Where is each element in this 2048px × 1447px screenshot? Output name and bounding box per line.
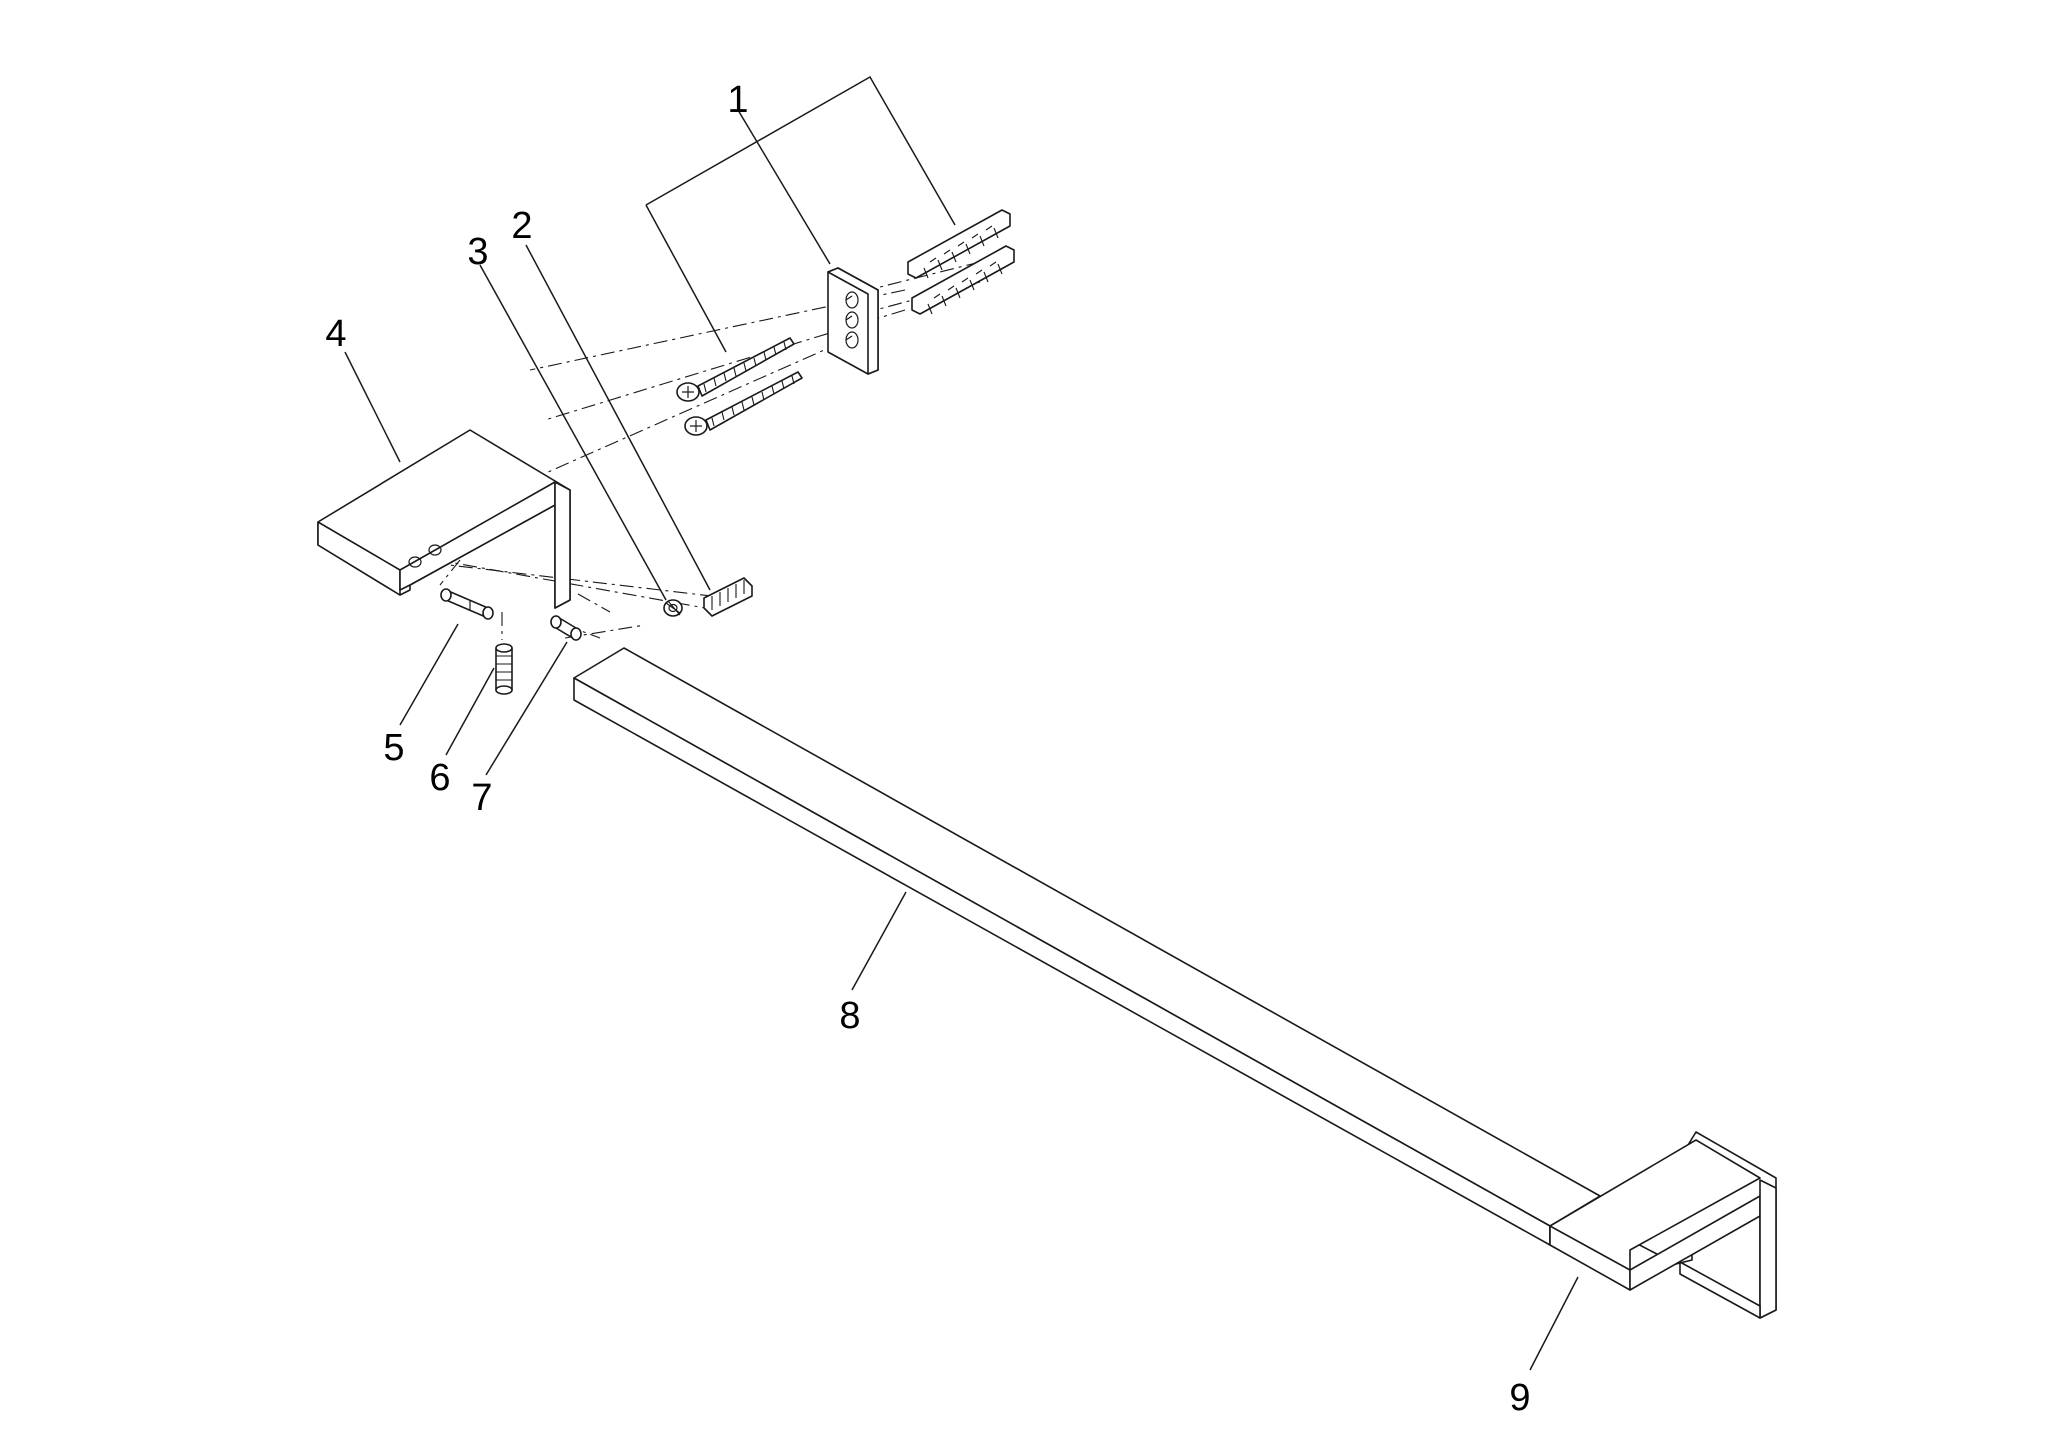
callout-7: 7 — [471, 777, 492, 819]
callout-8: 8 — [839, 995, 860, 1037]
set-screw — [495, 643, 513, 695]
callout-labels: 1 2 3 4 5 6 7 8 9 — [325, 79, 1530, 1419]
connector-sleeve — [550, 615, 582, 641]
right-bracket — [1549, 1131, 1777, 1319]
wall-plugs — [907, 209, 1015, 315]
callout-3: 3 — [467, 231, 488, 273]
callout-4: 4 — [325, 313, 346, 355]
callout-1: 1 — [727, 79, 748, 121]
spacer-pin — [440, 588, 494, 620]
callout-6: 6 — [429, 757, 450, 799]
callout-5: 5 — [383, 727, 404, 769]
towel-bar — [573, 647, 1601, 1246]
wall-screws — [676, 337, 803, 436]
leader-lines — [344, 75, 1579, 1371]
callout-9: 9 — [1509, 1377, 1530, 1419]
wall-mounting-plate — [827, 267, 879, 375]
left-bracket — [317, 429, 571, 609]
threaded-dowel — [703, 577, 753, 617]
grub-nut — [663, 599, 683, 617]
callout-2: 2 — [511, 205, 532, 247]
